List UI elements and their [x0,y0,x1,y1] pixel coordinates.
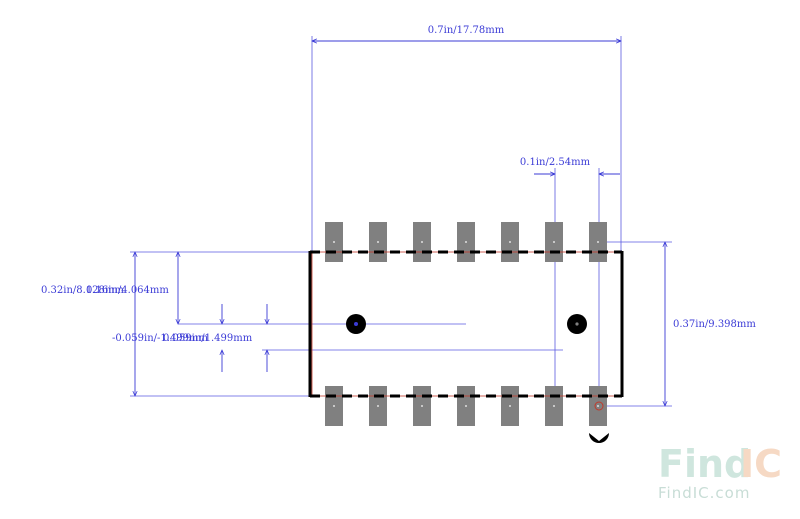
pad-center-mark [509,241,511,243]
pad-center-mark [553,241,555,243]
pads-bottom-row [325,386,607,426]
pad-center-mark [333,241,335,243]
dim-pad-width: -0.059in/-1.499mm [112,333,209,344]
watermark-brand-find: Find [658,442,751,486]
mounting-hole-right [567,314,587,334]
dim-body-height: 0.32in/8.128mm [41,285,124,296]
pad-center-mark [553,405,555,407]
pad-center-mark [509,405,511,407]
watermark-url: FindIC.com [658,484,750,502]
pad-center-mark [421,241,423,243]
extension-lines [130,36,672,407]
pad-center-mark [333,405,335,407]
dim-total-height: 0.37in/9.398mm [673,319,756,330]
body-outline [308,250,624,398]
dim-body-height-overlap: 0.16in/4.064mm [86,285,169,296]
dim-pitch: 0.1in/2.54mm [520,157,591,168]
pin1-marker [594,401,604,411]
watermark-brand-ic: IC [740,442,782,486]
pad-center-mark [597,241,599,243]
pad-center-mark [465,241,467,243]
pad-center-mark [421,405,423,407]
pad-center-mark [377,405,379,407]
dim-pad-width-overlap: 0.059in/1.499mm [163,333,253,344]
pad-center-mark [377,241,379,243]
pad-center-mark [597,405,599,407]
findic-watermark: Find IC FindIC.com [658,442,782,502]
dim-total-width: 0.7in/17.78mm [428,25,505,36]
dimension-arrows [135,41,665,406]
pad-center-mark [465,405,467,407]
mounting-hole-left [346,314,366,334]
pads-top-row [325,222,607,262]
pin1-indicator-icon [589,433,609,443]
